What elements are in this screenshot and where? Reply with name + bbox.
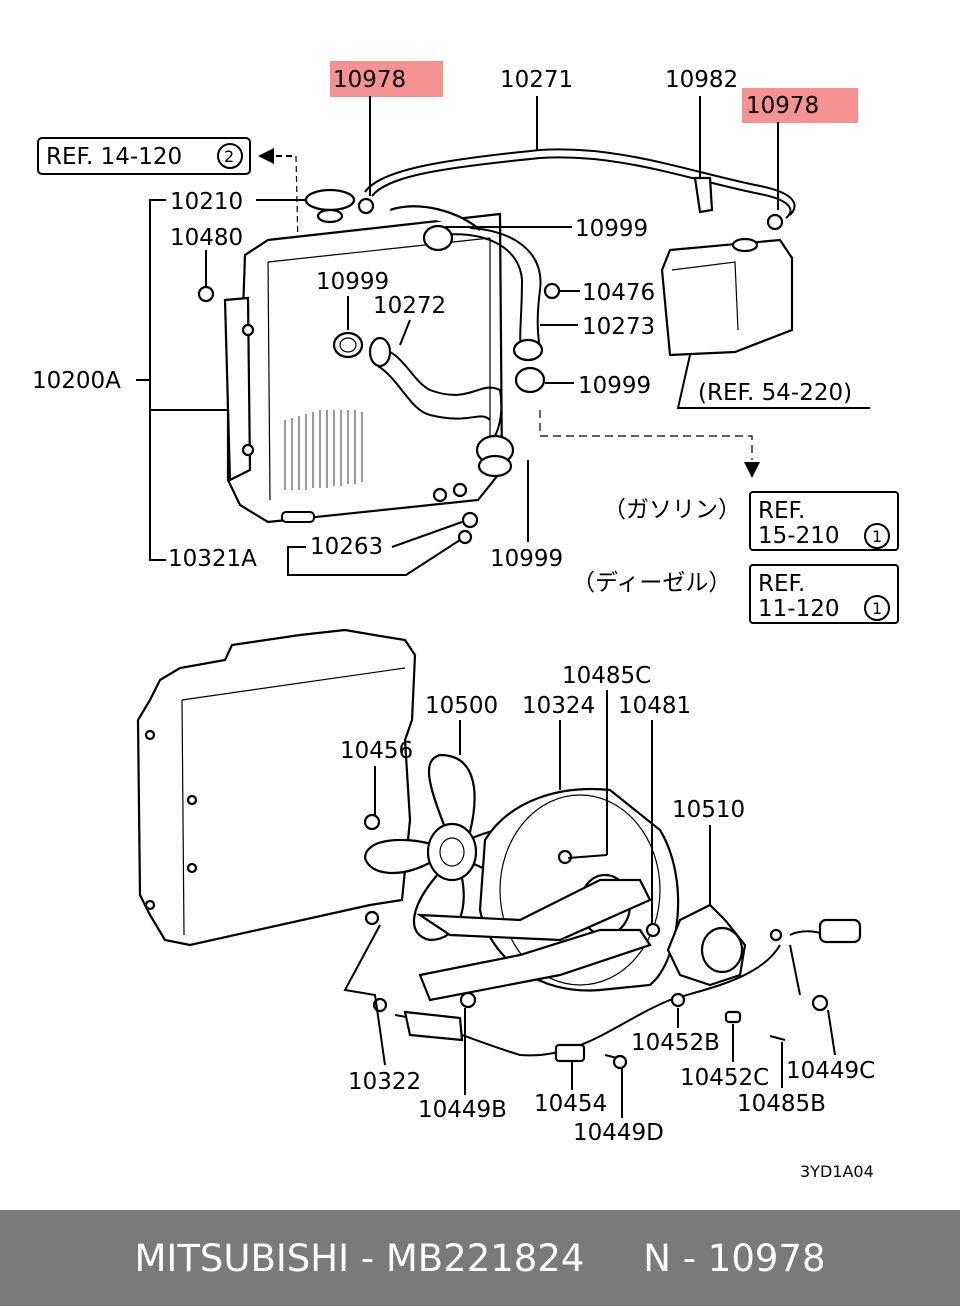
ref-54-220: (REF. 54-220) (698, 380, 852, 406)
ref-11-120: REF. 11-120 1 (749, 564, 899, 624)
label-10324: 10324 (522, 693, 595, 719)
radiator-upper (223, 212, 504, 524)
label-10999-c: 10999 (578, 373, 651, 399)
parts-diagram: REF. 14-120 2 10978 10271 10982 10978 10… (32, 61, 899, 1181)
fan-shroud (416, 788, 680, 1002)
label-10978-a: 10978 (333, 67, 406, 93)
label-10449C: 10449C (786, 1058, 875, 1084)
label-10263: 10263 (310, 534, 383, 560)
ref-15-210: REF. 15-210 1 (749, 491, 899, 551)
label-10481: 10481 (618, 693, 691, 719)
highlight-10978-right (742, 88, 858, 123)
label-10449B: 10449B (418, 1097, 507, 1123)
part-info-footer: MITSUBISHI - MB221824 N - 10978 (0, 1210, 960, 1306)
ref-15-210-line2: 15-210 (758, 523, 839, 549)
label-10500: 10500 (425, 693, 498, 719)
ref-11-120-line1: REF. (758, 571, 805, 597)
label-10978-b: 10978 (746, 93, 819, 119)
radiator-lower (136, 628, 417, 947)
label-10273: 10273 (582, 314, 655, 340)
diagram-code: 3YD1A04 (800, 1162, 874, 1181)
label-10452B: 10452B (631, 1030, 720, 1056)
footer-text: MITSUBISHI - MB221824 N - 10978 (134, 1236, 826, 1280)
label-10272: 10272 (373, 293, 446, 319)
ref-14-120-text: REF. 14-120 (46, 144, 182, 170)
label-10271: 10271 (500, 67, 573, 93)
diesel-label: （ディーゼル） (572, 570, 731, 596)
ref-11-120-circle: 1 (872, 599, 882, 618)
label-10456: 10456 (340, 738, 413, 764)
label-10322: 10322 (348, 1069, 421, 1095)
label-10510: 10510 (672, 797, 745, 823)
label-10982: 10982 (665, 67, 738, 93)
label-10999-b: 10999 (316, 269, 389, 295)
label-10452C: 10452C (680, 1065, 769, 1091)
label-10480: 10480 (170, 225, 243, 251)
ref-14-120: REF. 14-120 2 (37, 137, 336, 339)
highlight-10978-left (330, 61, 443, 97)
label-10485C: 10485C (562, 663, 651, 689)
label-10449D: 10449D (573, 1120, 664, 1146)
reservoir-tank (660, 237, 794, 357)
label-10476: 10476 (582, 280, 655, 306)
label-10454: 10454 (534, 1091, 607, 1117)
ref-15-210-circle: 1 (872, 527, 882, 546)
ref-11-120-line2: 11-120 (758, 596, 839, 622)
ref-14-120-circle: 2 (224, 147, 234, 166)
label-10321A: 10321A (168, 546, 257, 572)
label-10210: 10210 (170, 189, 243, 215)
gasoline-label: （ガソリン） (603, 497, 741, 523)
ref-15-210-line1: REF. (758, 498, 805, 524)
label-10200A: 10200A (32, 368, 121, 394)
label-10999-a: 10999 (575, 216, 648, 242)
fan-motor (666, 903, 747, 987)
label-10999-d: 10999 (490, 546, 563, 572)
label-10485B: 10485B (737, 1091, 826, 1117)
